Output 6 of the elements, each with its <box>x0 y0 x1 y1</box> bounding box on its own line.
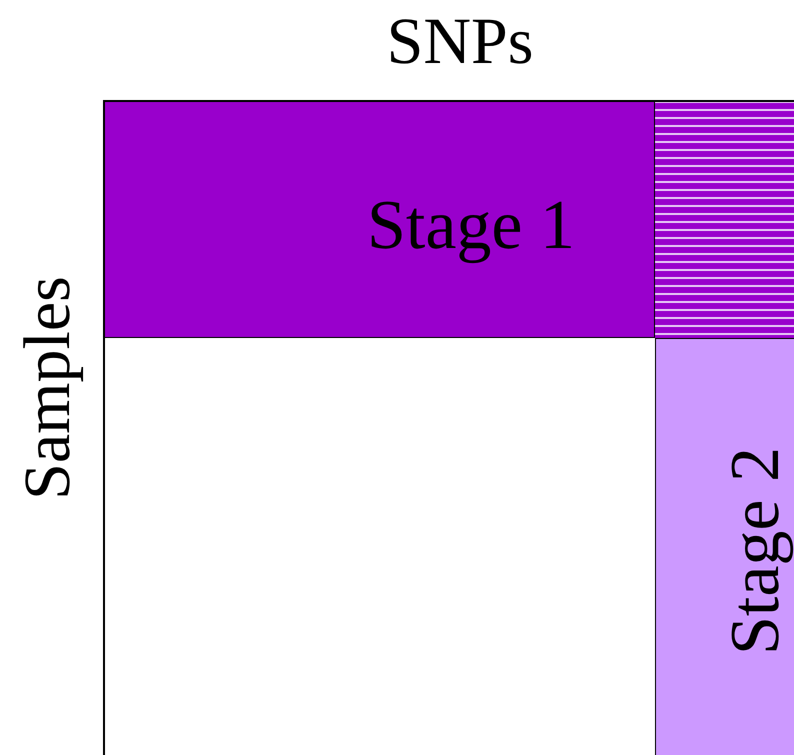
stage-band <box>655 338 794 755</box>
stage-band <box>104 101 655 338</box>
stage-label: Stage 1 <box>366 191 576 261</box>
stage-label: Stage 2 <box>721 446 791 656</box>
row-axis-label: Samples <box>15 276 81 500</box>
column-axis-label: SNPs <box>386 9 534 75</box>
